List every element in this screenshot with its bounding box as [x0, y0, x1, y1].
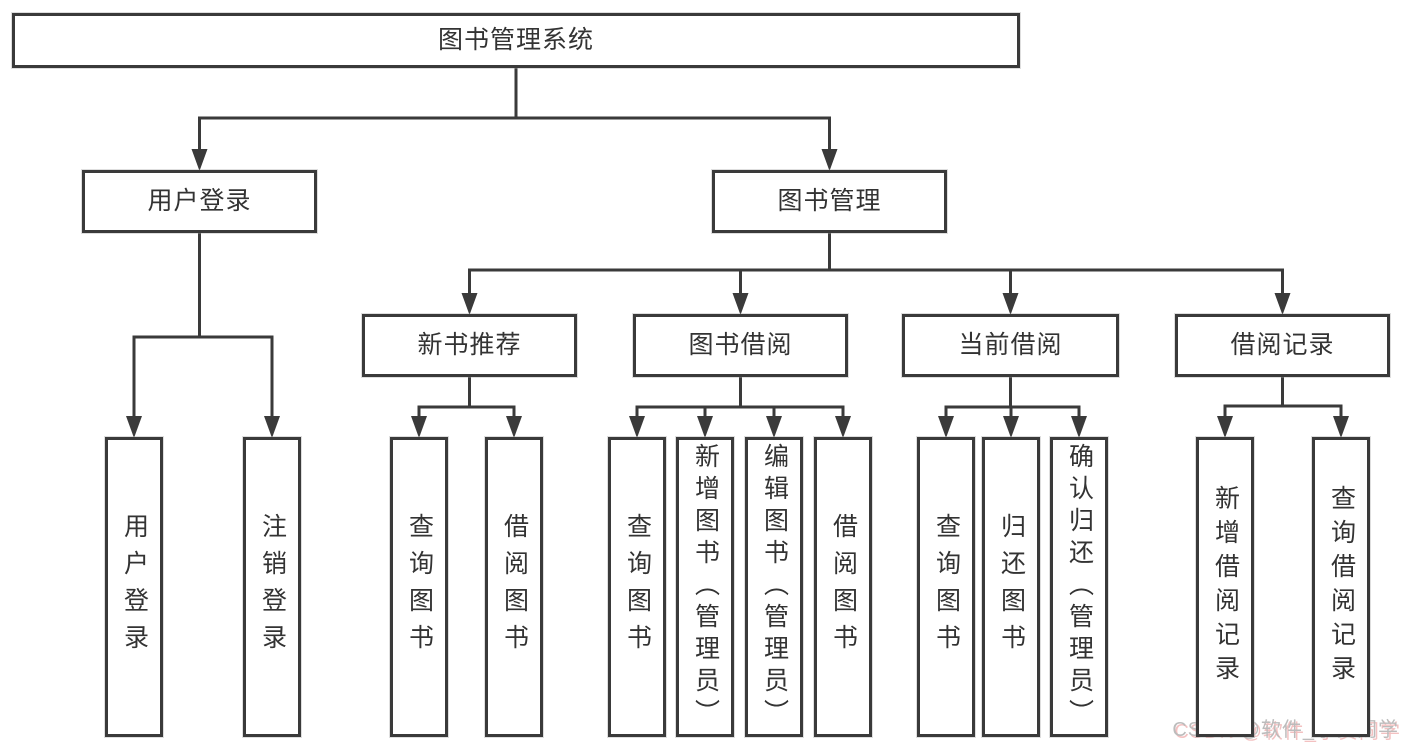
node-label: 查询图书	[932, 513, 961, 661]
node-add-books-admin: 新增图书（管理员）	[676, 437, 734, 737]
node-confirm-return-admin: 确认归还（管理员）	[1050, 437, 1108, 737]
node-label: 图书管理	[777, 187, 882, 215]
node-label: 当前借阅	[958, 331, 1063, 359]
arrow-down-icon	[264, 416, 280, 438]
node-label: 查询借阅记录	[1327, 485, 1356, 689]
node-label: 新增借阅记录	[1211, 485, 1240, 689]
node-label: 查询图书	[623, 513, 652, 661]
node-borrow-books-recommend: 借阅图书	[485, 437, 543, 737]
arrow-down-icon	[835, 416, 851, 438]
node-library-management-system: 图书管理系统	[12, 13, 1020, 68]
node-label: 借阅图书	[829, 513, 858, 661]
arrow-down-icon	[821, 149, 838, 171]
arrow-down-icon	[411, 416, 427, 438]
node-label: 归还图书	[997, 513, 1026, 661]
node-label: 新增图书（管理员）	[691, 443, 720, 731]
node-book-borrowing: 图书借阅	[633, 314, 848, 377]
node-borrow-books-borrowing: 借阅图书	[814, 437, 872, 737]
node-label: 用户登录	[120, 513, 149, 661]
node-new-book-recommendation: 新书推荐	[362, 314, 577, 377]
arrow-down-icon	[1217, 416, 1233, 438]
node-logout: 注销登录	[243, 437, 301, 737]
arrow-down-icon	[461, 293, 478, 315]
arrow-down-icon	[766, 416, 782, 438]
node-current-borrowing: 当前借阅	[902, 314, 1119, 377]
node-query-borrow-record: 查询借阅记录	[1312, 437, 1370, 737]
node-label: 注销登录	[258, 513, 287, 661]
node-label: 查询图书	[405, 513, 434, 661]
arrow-down-icon	[697, 416, 713, 438]
node-label: 图书借阅	[688, 331, 793, 359]
node-user-login: 用户登录	[82, 170, 317, 233]
arrow-down-icon	[506, 416, 522, 438]
node-label: 用户登录	[147, 187, 252, 215]
node-label: 借阅记录	[1230, 331, 1335, 359]
node-book-management: 图书管理	[712, 170, 947, 233]
node-query-books-current: 查询图书	[917, 437, 975, 737]
arrow-down-icon	[1071, 416, 1087, 438]
arrow-down-icon	[732, 293, 749, 315]
node-edit-books-admin: 编辑图书（管理员）	[745, 437, 803, 737]
node-borrowing-records: 借阅记录	[1175, 314, 1390, 377]
node-user-login-leaf: 用户登录	[105, 437, 163, 737]
node-label: 新书推荐	[417, 331, 522, 359]
node-query-books-recommend: 查询图书	[390, 437, 448, 737]
arrow-down-icon	[1333, 416, 1349, 438]
arrow-down-icon	[191, 149, 208, 171]
node-query-books-borrowing: 查询图书	[608, 437, 666, 737]
arrow-down-icon	[938, 416, 954, 438]
node-add-borrow-record: 新增借阅记录	[1196, 437, 1254, 737]
arrow-down-icon	[1003, 416, 1019, 438]
node-label: 确认归还（管理员）	[1065, 443, 1094, 731]
node-label: 编辑图书（管理员）	[760, 443, 789, 731]
node-return-books: 归还图书	[982, 437, 1040, 737]
node-label: 借阅图书	[500, 513, 529, 661]
arrow-down-icon	[629, 416, 645, 438]
arrow-down-icon	[1002, 293, 1019, 315]
node-label: 图书管理系统	[437, 26, 594, 54]
arrow-down-icon	[1274, 293, 1291, 315]
arrow-down-icon	[126, 416, 142, 438]
